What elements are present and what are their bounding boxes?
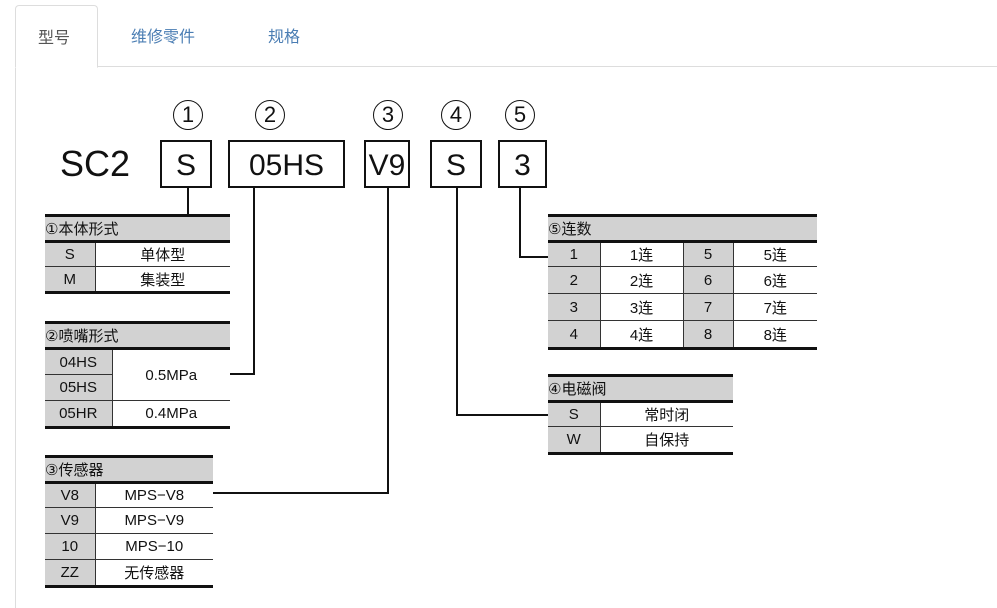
desc-cell: 3连 [600, 293, 684, 321]
tab-model[interactable]: 型号 [15, 5, 98, 68]
code-cell: 04HS [45, 348, 113, 375]
position-number-5: 5 [505, 100, 535, 130]
desc-cell: MPS−10 [95, 533, 213, 560]
tab-bar: 型号 维修零件 规格 [0, 0, 997, 68]
table-title: ③传感器 [45, 455, 213, 484]
desc-cell: 6连 [733, 266, 817, 294]
desc-cell: 8连 [733, 320, 817, 350]
connector-line-3 [387, 188, 389, 494]
code-cell: 1 [548, 241, 601, 267]
position-number-4: 4 [441, 100, 471, 130]
table-title: ①本体形式 [45, 214, 230, 243]
code-cell: V8 [45, 482, 96, 508]
code-cell: ZZ [45, 559, 96, 588]
desc-cell: 常时闭 [600, 401, 733, 427]
connector-line-5 [519, 188, 521, 258]
position-number-2: 2 [255, 100, 285, 130]
desc-cell: 4连 [600, 320, 684, 350]
code-cell: 5 [683, 241, 734, 267]
code-cell: 10 [45, 533, 96, 560]
code-box-valve: S [430, 140, 482, 188]
code-box-sensor: V9 [364, 140, 410, 188]
code-cell: 6 [683, 266, 734, 294]
desc-cell: 单体型 [95, 241, 230, 267]
desc-cell: MPS−V8 [95, 482, 213, 508]
code-box-stations: 3 [498, 140, 547, 188]
position-number-3: 3 [373, 100, 403, 130]
code-cell: 7 [683, 293, 734, 321]
code-cell: S [548, 401, 601, 427]
connector-line-4 [456, 188, 458, 416]
table-title: ⑤连数 [548, 214, 817, 243]
tab-divider [15, 66, 997, 67]
code-cell: 3 [548, 293, 601, 321]
code-cell: M [45, 266, 96, 294]
desc-cell: 2连 [600, 266, 684, 294]
connector-line-3h [212, 492, 389, 494]
table-title: ④电磁阀 [548, 374, 733, 403]
desc-cell: 集装型 [95, 266, 230, 294]
tab-repair-parts[interactable]: 维修零件 [131, 29, 196, 46]
code-cell: W [548, 426, 601, 455]
model-prefix: SC2 [60, 143, 131, 184]
connector-line-1 [187, 188, 189, 215]
desc-cell: 0.5MPa [112, 348, 230, 401]
code-cell: 4 [548, 320, 601, 350]
code-box-nozzle: 05HS [228, 140, 345, 188]
code-box-body: S [160, 140, 212, 188]
connector-line-2h [228, 373, 255, 375]
code-cell: 05HR [45, 400, 113, 429]
table-title: ②喷嘴形式 [45, 321, 230, 350]
desc-cell: 7连 [733, 293, 817, 321]
code-cell: S [45, 241, 96, 267]
code-cell: V9 [45, 507, 96, 534]
code-cell: 05HS [45, 374, 113, 401]
desc-cell: 0.4MPa [112, 400, 230, 429]
connector-line-4h [456, 414, 548, 416]
desc-cell: 无传感器 [95, 559, 213, 588]
code-cell: 2 [548, 266, 601, 294]
position-number-1: 1 [173, 100, 203, 130]
desc-cell: MPS−V9 [95, 507, 213, 534]
tab-specifications[interactable]: 规格 [268, 29, 301, 46]
table-row: 05HS [45, 374, 230, 401]
panel-border [15, 66, 16, 608]
connector-line-2 [253, 188, 255, 375]
desc-cell: 5连 [733, 241, 817, 267]
desc-cell: 1连 [600, 241, 684, 267]
desc-cell: 自保持 [600, 426, 733, 455]
code-cell: 8 [683, 320, 734, 350]
connector-line-5h [519, 256, 548, 258]
